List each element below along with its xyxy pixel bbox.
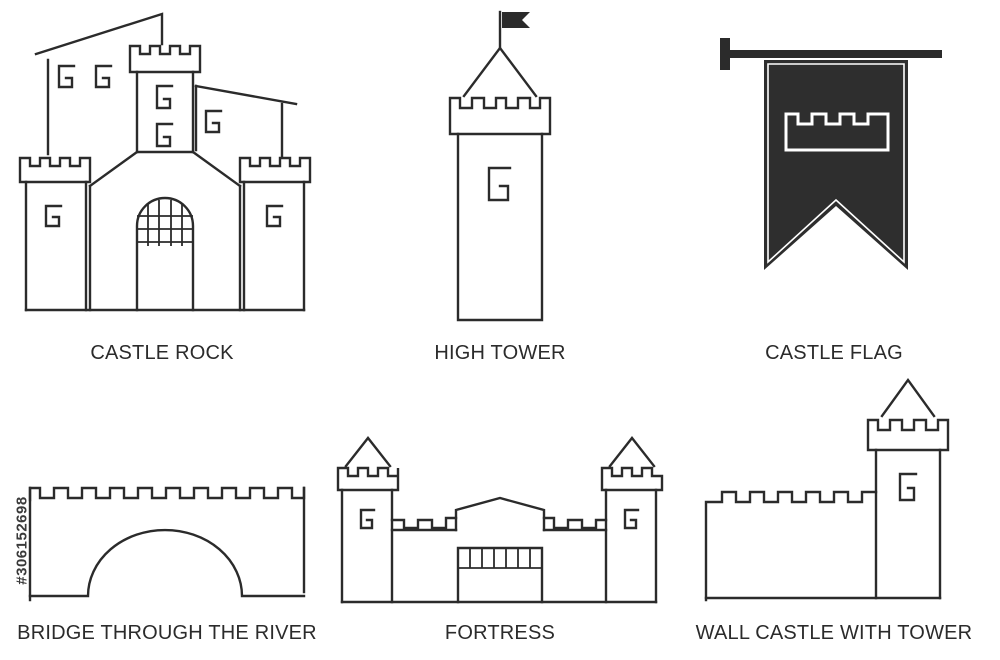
caption-wall-castle: WALL CASTLE WITH TOWER [695, 622, 973, 644]
caption-high-tower: HIGH TOWER [434, 342, 566, 364]
fortress-icon [336, 436, 664, 604]
caption-castle-rock: CASTLE ROCK [90, 342, 234, 364]
caption-castle-flag: CASTLE FLAG [765, 342, 903, 364]
caption-fortress: FORTRESS [444, 622, 556, 644]
stock-id-watermark: #306152698 [10, 420, 34, 660]
castle-flag-icon [720, 38, 942, 270]
caption-bridge: BRIDGE THROUGH THE RIVER [17, 622, 317, 644]
wall-castle-icon [704, 377, 950, 602]
stock-id-text: #306152698 [13, 495, 31, 585]
bridge-icon [28, 486, 306, 602]
castle-rock-icon [18, 12, 312, 312]
high-tower-icon [448, 10, 552, 322]
